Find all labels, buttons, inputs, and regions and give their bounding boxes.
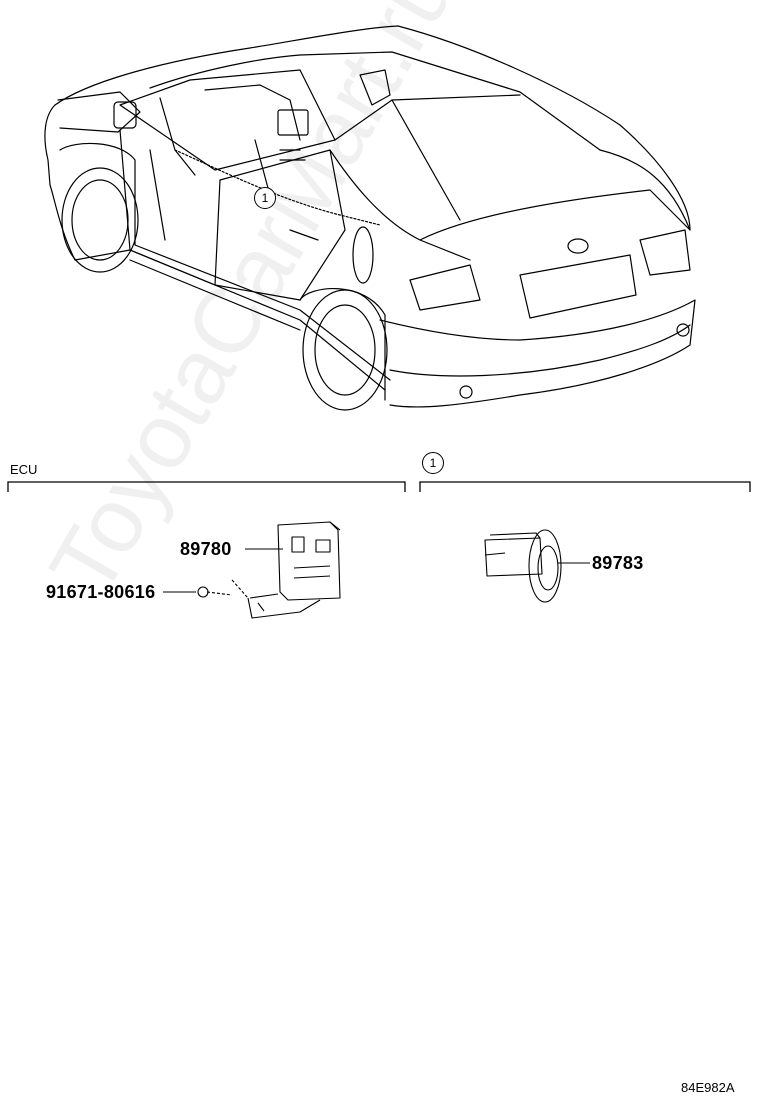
- car-illustration: [44, 25, 696, 411]
- right-section-rule: [419, 481, 751, 492]
- part-number-sensor[interactable]: 89783: [592, 553, 644, 573]
- part-number-bolt[interactable]: 91671-80616: [46, 582, 156, 602]
- ecu-illustration: [197, 521, 341, 619]
- section-callout-1: 1: [422, 452, 444, 474]
- leader-lines: [163, 548, 590, 593]
- sensor-illustration: [484, 529, 562, 603]
- part-number-ecu[interactable]: 89780: [180, 539, 232, 559]
- car-callout-1: 1: [254, 187, 276, 209]
- diagram-code: 84E982A: [681, 1080, 735, 1095]
- section-rules: [7, 481, 751, 492]
- ecu-section-rule: [7, 481, 406, 492]
- ecu-section-label: ECU: [10, 462, 38, 477]
